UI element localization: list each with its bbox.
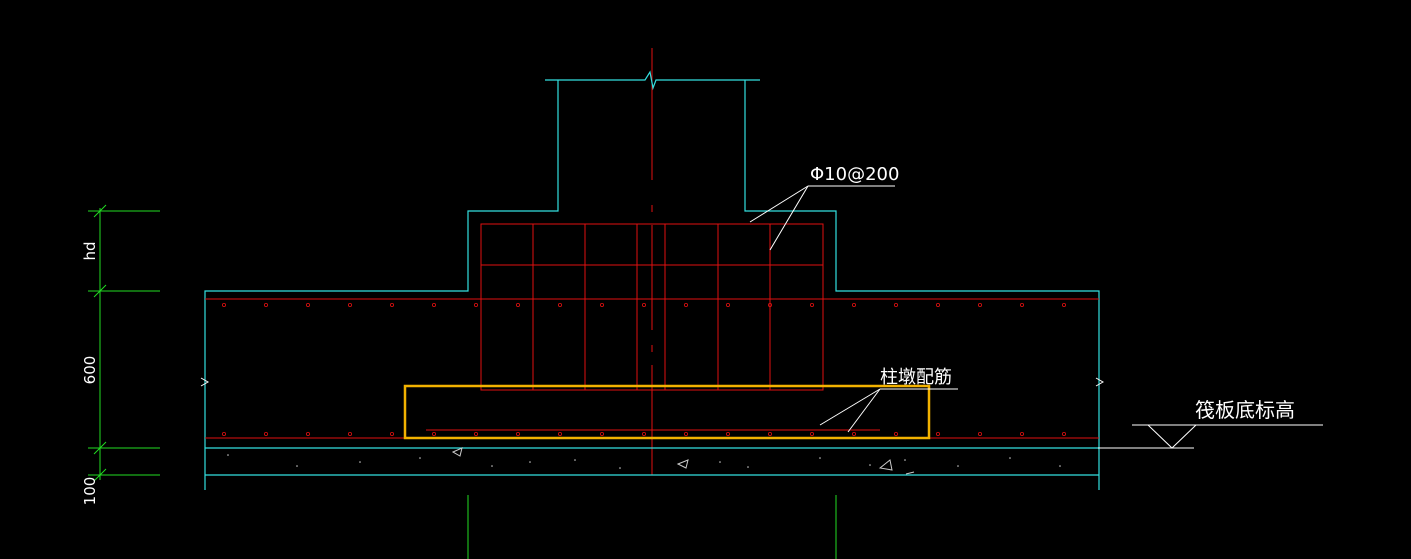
rebar-dots [221,302,1067,436]
rebar-dot [263,302,268,307]
rebar-dot [558,302,563,307]
rebar-dot [389,302,394,307]
rebar-dot [473,302,478,307]
raft-bottom-elevation-label: 筏板底标高 [1195,398,1295,422]
cushion-triangles [451,447,915,475]
dim-cushion-thickness: 100 [81,477,99,506]
rebar-dot [684,431,689,436]
rebar-dot [978,431,983,436]
rebar-dot [768,431,773,436]
rebar-dot [431,431,436,436]
rebar-dot [852,302,857,307]
dim-raft-thickness: 600 [81,356,99,385]
rebar-dot [305,302,310,307]
rebar-dot [263,431,268,436]
rebar-dot [978,302,983,307]
rebar-dot [852,431,857,436]
rebar-dot [389,431,394,436]
rebar-dot [558,431,563,436]
cushion-hatch [227,454,1061,469]
rebar-dot [516,302,521,307]
rebar-dot [347,302,352,307]
concrete-outline [204,70,1100,490]
rebar-dot [600,302,605,307]
rebar-dot [684,302,689,307]
dimension-lines [88,204,837,559]
rebar-dot [1020,302,1025,307]
rebar-dot [1062,431,1067,436]
rebar-dot [1020,431,1025,436]
rebar-dot [600,431,605,436]
dim-pier-height: hd [81,241,99,260]
rebar-dot [347,431,352,436]
rebar-dot [305,431,310,436]
rebar-dot [1062,302,1067,307]
rebar-dot [936,302,941,307]
rebar-dot [642,302,647,307]
dimension-texts: hd 600 100 [81,241,99,505]
rebar-dot [473,431,478,436]
rebar-dot [894,302,899,307]
rebar-dot [894,431,899,436]
column-pier-rebar-label: 柱墩配筋 [880,367,952,388]
rebar-dot [516,431,521,436]
rebar-dot [810,431,815,436]
pier-reinforcement [480,223,824,391]
rebar-spec-label: Φ10@200 [810,164,899,185]
leader-lines [749,185,1323,449]
rebar-dot [642,431,647,436]
break-marks [200,377,1105,387]
rebar-dot [768,302,773,307]
rebar-dot [726,302,731,307]
rebar-dot [936,431,941,436]
rebar-dot [810,302,815,307]
rebar-dot [221,431,226,436]
rebar-dot [431,302,436,307]
rebar-dot [726,431,731,436]
rebar-dot [221,302,226,307]
highlight-box[interactable] [403,384,931,440]
